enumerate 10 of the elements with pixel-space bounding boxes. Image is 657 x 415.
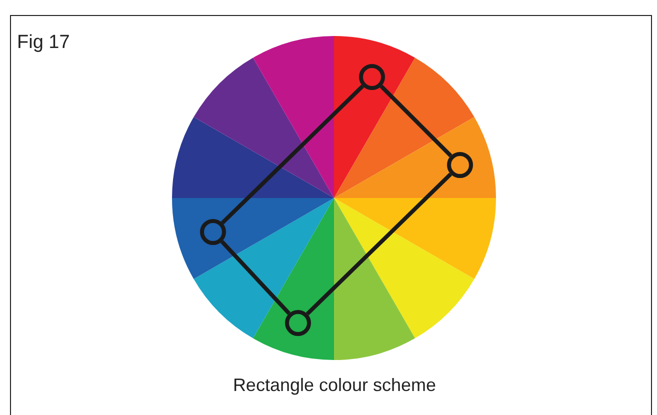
figure-number: Fig 17 xyxy=(17,32,70,54)
connecting-line xyxy=(380,84,452,158)
connecting-line xyxy=(220,240,291,315)
ring-marker xyxy=(447,152,473,178)
ring-marker xyxy=(200,219,226,245)
connecting-line xyxy=(306,172,452,316)
caption: Rectangle colour scheme xyxy=(232,375,438,396)
ring-marker xyxy=(285,310,311,336)
connecting-line xyxy=(220,84,364,224)
ring-marker xyxy=(359,64,385,90)
